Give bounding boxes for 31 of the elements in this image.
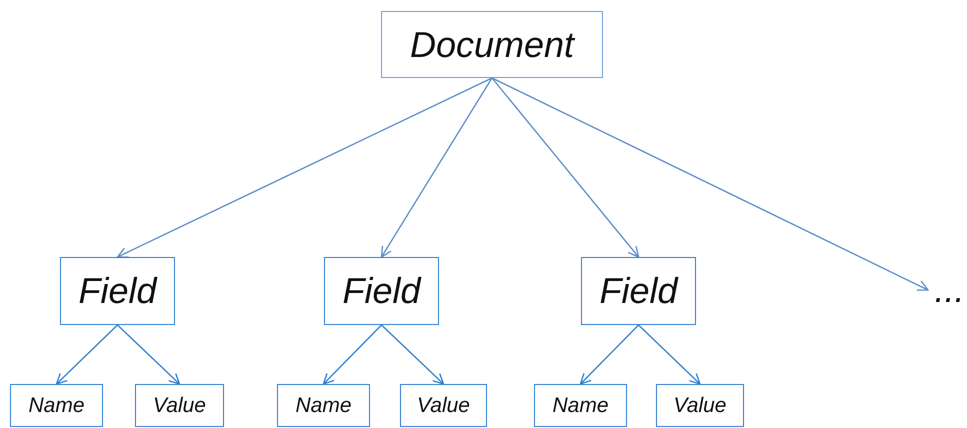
leaf-box xyxy=(277,384,370,427)
arrow xyxy=(638,324,701,385)
arrow xyxy=(492,78,640,258)
arrow xyxy=(116,77,492,258)
arrow xyxy=(492,77,929,291)
field-box xyxy=(60,257,175,325)
field-box xyxy=(324,257,439,325)
node-label: Value xyxy=(417,394,470,418)
arrow xyxy=(117,324,180,385)
node-label: Value xyxy=(674,394,726,418)
arrow xyxy=(580,324,639,385)
node-label: Document xyxy=(410,24,574,64)
ellipsis-text: ... xyxy=(934,270,964,310)
node-label: Field xyxy=(599,271,678,311)
node-label: Name xyxy=(552,394,609,418)
arrow xyxy=(381,324,444,385)
node-label: Name xyxy=(295,394,352,418)
document-box xyxy=(381,11,603,78)
leaf-box xyxy=(534,384,627,427)
arrow xyxy=(322,324,382,385)
node-label: Field xyxy=(78,271,157,311)
leaf-box xyxy=(656,384,744,427)
node-label: Field xyxy=(342,271,421,311)
arrow xyxy=(56,324,118,385)
field-box xyxy=(581,257,696,325)
leaf-box xyxy=(10,384,103,427)
leaf-box xyxy=(135,384,224,427)
arrow xyxy=(380,78,493,258)
node-label: Name xyxy=(28,394,85,418)
leaf-box xyxy=(400,384,487,427)
node-label: Value xyxy=(153,394,206,418)
